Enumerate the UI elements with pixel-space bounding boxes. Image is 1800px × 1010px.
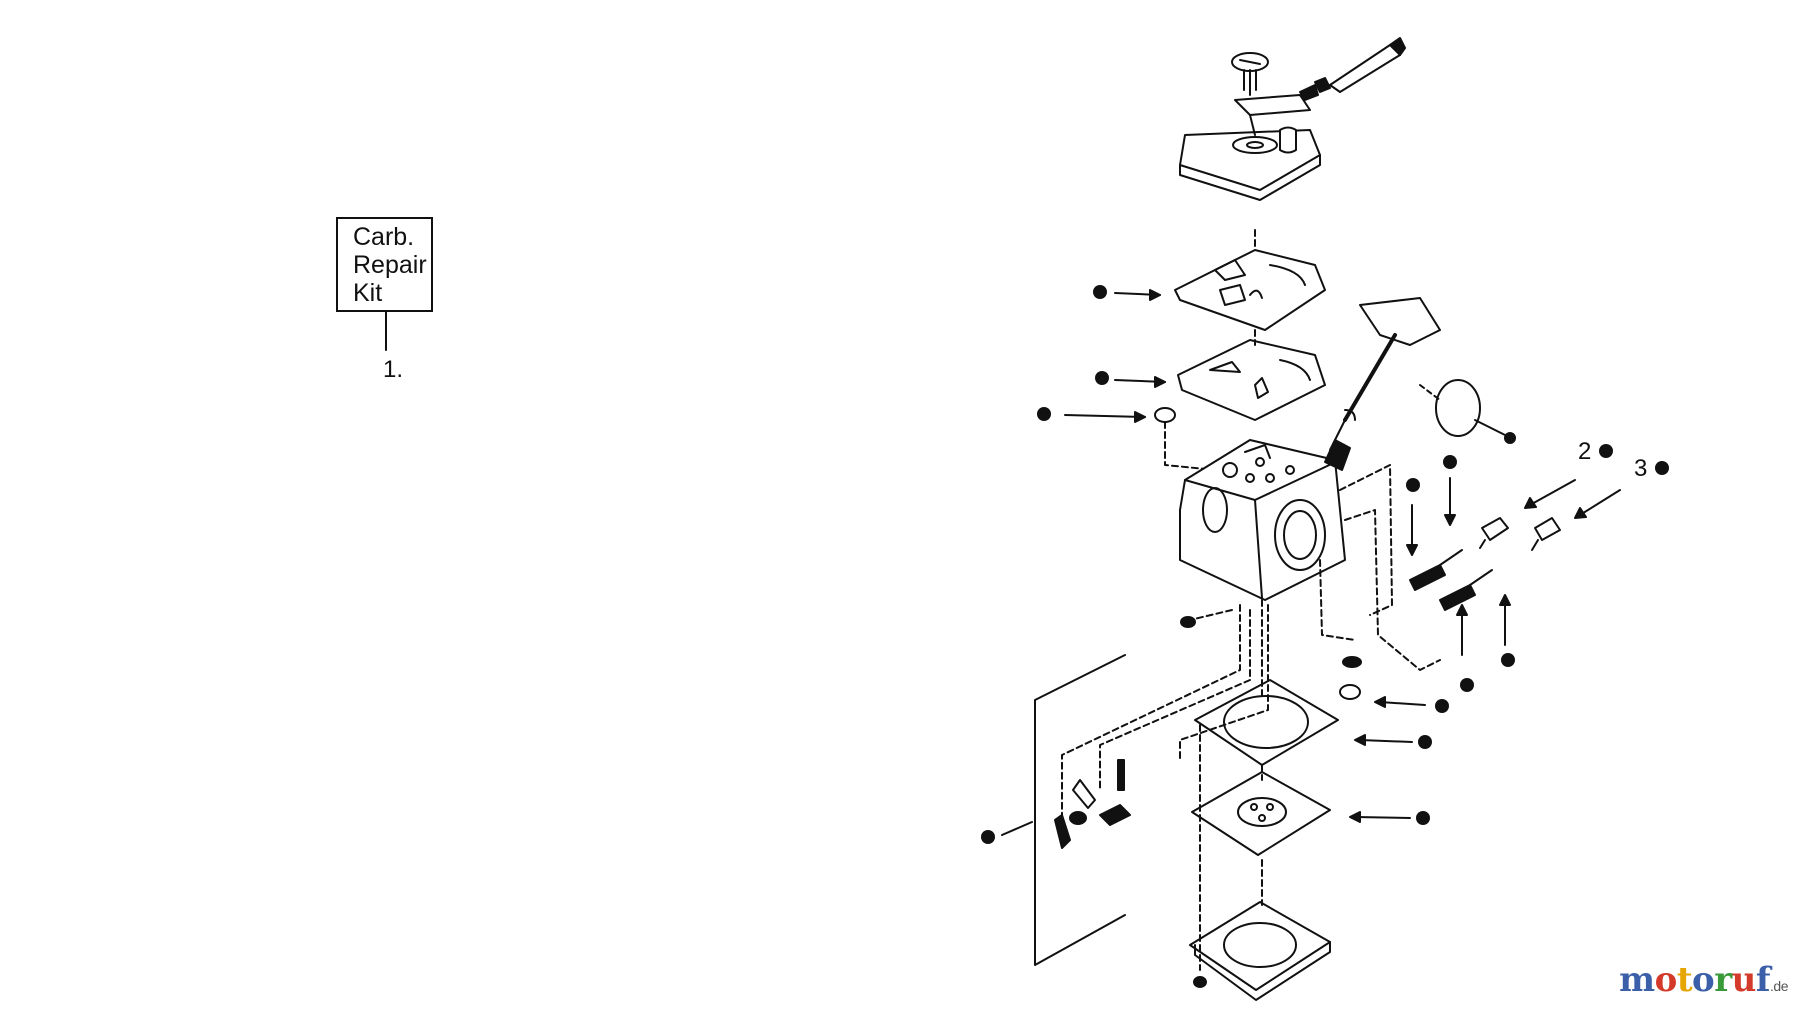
callout-2: 2 (1578, 438, 1592, 465)
assembly-line-left-3 (1179, 604, 1269, 761)
watermark-letter: o (1654, 960, 1678, 1000)
kit-ref-number: 1. (383, 356, 404, 383)
welch-plug (1339, 684, 1361, 700)
carb-repair-kit-box: Carb. Repair Kit (336, 217, 433, 312)
watermark-text: motoruf (1619, 960, 1770, 1000)
gasket-middle (1177, 329, 1326, 421)
bullet-dot (1037, 407, 1051, 421)
side-plug (1180, 616, 1196, 628)
motoruf-watermark: motoruf.de (1619, 960, 1788, 1000)
bullet-dot (1460, 678, 1474, 692)
assembly-line-left-2 (1099, 609, 1251, 791)
watermark-tld: .de (1770, 978, 1788, 994)
bullet-dot (1501, 653, 1515, 667)
callout-arrows (1001, 289, 1621, 836)
limiter-cap-3 (1531, 517, 1561, 551)
small-washer (1154, 407, 1216, 471)
watermark-letter: o (1692, 960, 1715, 1000)
pump-diaphragm (1191, 764, 1331, 856)
top-screw (1231, 52, 1269, 96)
pin-1 (1069, 779, 1096, 825)
bullet-dot (1418, 735, 1432, 749)
bullet-dot (1093, 285, 1107, 299)
watermark-letter: t (1676, 960, 1693, 1000)
assembly-line-right-2 (1344, 509, 1441, 671)
bullet-dot (1416, 811, 1430, 825)
bullet-dot (1443, 455, 1457, 469)
assembly-line-lower (1319, 559, 1356, 641)
mixture-screw-high (1409, 549, 1463, 591)
mixture-screw-low (1439, 569, 1493, 611)
lever-part (1099, 804, 1131, 826)
bracket-left (1034, 654, 1126, 966)
watermark-letter: f (1755, 960, 1771, 1000)
gasket-lower-1 (1194, 599, 1339, 766)
watermark-letter: m (1619, 960, 1655, 1000)
top-cover (1179, 94, 1321, 201)
watermark-letter: r (1714, 960, 1732, 1000)
assembly-line-left (1061, 604, 1241, 821)
limiter-cap-2 (1479, 517, 1509, 549)
carburetor-body (1179, 439, 1346, 601)
plug-cap (1342, 656, 1362, 668)
assembly-line-right (1339, 464, 1393, 616)
fuel-fitting (1054, 814, 1071, 849)
kit-label-line-1: Carb. (353, 223, 415, 251)
spring-part (1117, 759, 1125, 791)
bullet-dot (1095, 371, 1109, 385)
bottom-screw (1193, 724, 1207, 988)
throttle-shaft-assembly (1324, 297, 1441, 471)
bullet-dot (1655, 461, 1669, 475)
bullet-dot (1435, 699, 1449, 713)
throttle-plate (1419, 379, 1516, 444)
bullet-dots (981, 285, 1669, 844)
watermark-letter: u (1731, 960, 1757, 1000)
bottom-cover (1189, 859, 1331, 1001)
gasket-upper (1174, 229, 1326, 331)
kit-label-line-2: Repair (353, 251, 427, 279)
bullet-dot (1406, 478, 1420, 492)
callout-3: 3 (1634, 455, 1648, 482)
needle-valve-top (1299, 37, 1406, 101)
bullet-dot (981, 830, 995, 844)
bullet-dot (1599, 444, 1613, 458)
kit-label-line-3: Kit (353, 279, 383, 307)
